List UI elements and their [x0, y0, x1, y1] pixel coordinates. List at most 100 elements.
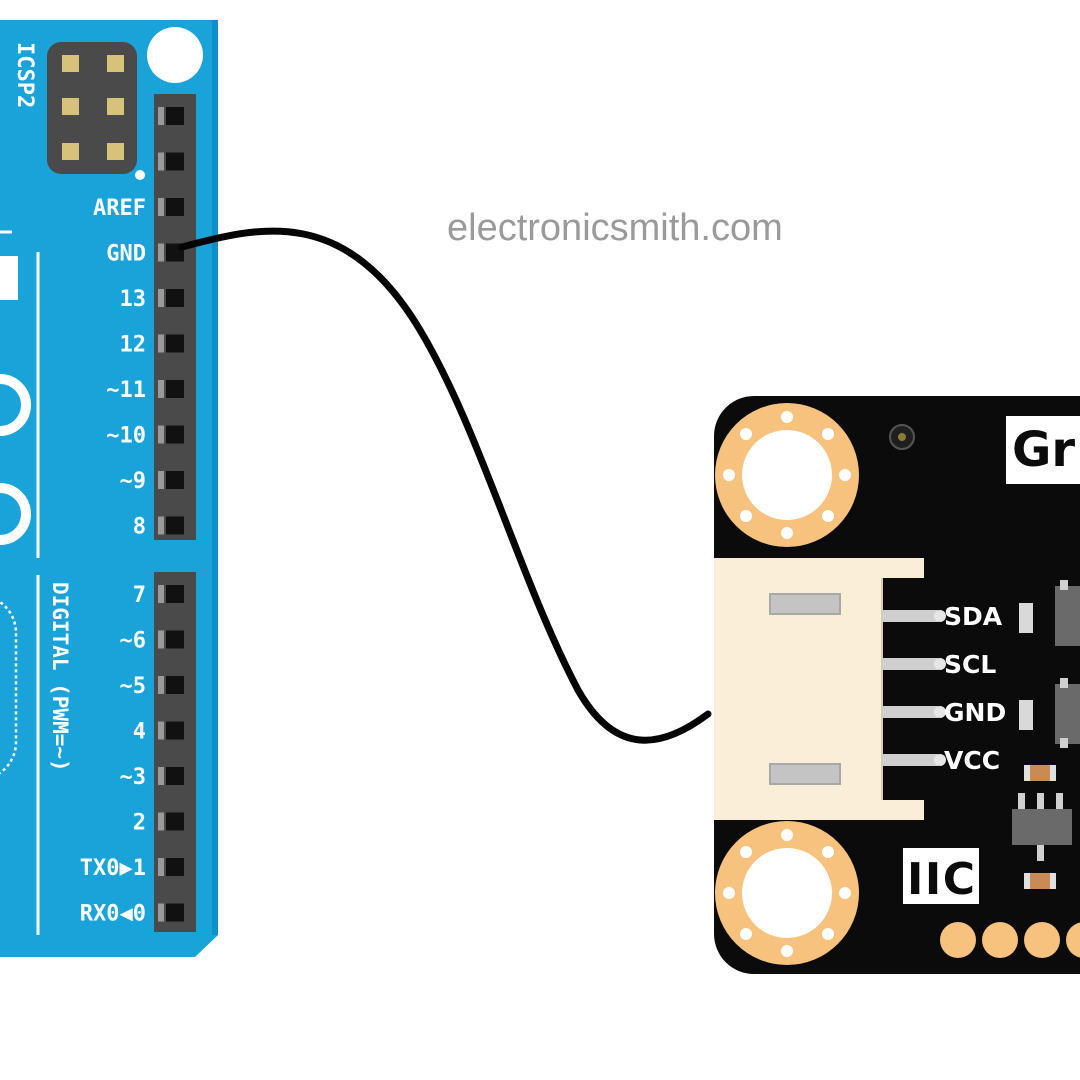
icsp2-label: ICSP2 — [12, 42, 37, 108]
upper-header-pin-label: ~11 — [106, 378, 146, 403]
upper-header-pin-label: 8 — [133, 515, 146, 540]
upper-header-pin-edge — [158, 425, 164, 444]
lower-header-pin-label: ~3 — [120, 765, 147, 790]
icsp2-header — [47, 42, 145, 180]
module-pin-scl-label: SCL — [944, 650, 996, 679]
module-pin-vcc-label: VCC — [944, 746, 1000, 775]
pad-via — [822, 928, 835, 941]
upper-header-pin-12[interactable] — [166, 334, 184, 353]
lower-header-pin-edge — [158, 767, 164, 785]
lower-header-pin-6[interactable] — [166, 630, 184, 649]
lower-header-pin-edge — [158, 676, 164, 694]
module-pin-vcc-lead[interactable] — [882, 754, 938, 766]
lower-header-pin-label: 4 — [133, 720, 146, 745]
lower-header-pin-RX00[interactable] — [166, 903, 184, 922]
lower-header-pin-edge — [158, 585, 164, 603]
lower-header-pin-4[interactable] — [166, 721, 184, 740]
module-pin-sda-label: SDA — [944, 602, 1003, 631]
lower-header-pin-label: ~5 — [120, 674, 147, 699]
lower-header-pin-edge — [158, 721, 164, 740]
lower-header-pin-edge — [158, 903, 164, 922]
pad-via — [739, 928, 752, 941]
upper-header-pin-edge — [158, 334, 164, 353]
module-pin-scl-lead[interactable] — [882, 658, 938, 670]
pad-via — [822, 427, 835, 440]
pad-via — [723, 469, 735, 481]
upper-header-pin-label: 13 — [120, 287, 147, 312]
pad-via — [739, 845, 752, 858]
upper-header-pin-nc0[interactable] — [166, 107, 184, 125]
upper-header-pin-edge — [158, 471, 164, 489]
pad-via — [739, 427, 752, 440]
upper-header-pin-label: GND — [106, 242, 146, 267]
digital-pwm-label: DIGITAL (PWM=~) — [48, 582, 72, 772]
lower-header-pin-label: ~6 — [120, 629, 147, 654]
module-pin-gnd-tip — [934, 706, 946, 718]
pad-via — [822, 510, 835, 523]
gravity-connector[interactable] — [714, 558, 924, 820]
pad-via — [739, 510, 752, 523]
upper-header-pin-edge — [158, 198, 164, 216]
mount-pad-top — [715, 403, 859, 547]
upper-header-pin-11[interactable] — [166, 380, 184, 398]
gnd-jumper-wire[interactable] — [178, 227, 712, 744]
upper-header-pin-nc1[interactable] — [166, 152, 184, 171]
pad-via — [822, 845, 835, 858]
lower-header-pin-label: TX0▶1 — [80, 856, 146, 881]
module-pin-gnd-lead[interactable] — [882, 706, 938, 718]
upper-header-pin-edge — [158, 380, 164, 398]
upper-header-pin-10[interactable] — [166, 425, 184, 444]
lower-header-pin-2[interactable] — [166, 812, 184, 831]
upper-header-pin-edge — [158, 289, 164, 307]
pad-via — [781, 829, 793, 841]
bottom-pads — [940, 922, 1080, 958]
lower-header-pin-edge — [158, 812, 164, 831]
upper-header-pin-9[interactable] — [166, 471, 184, 489]
smd-components — [1012, 580, 1080, 889]
silkscreen-outline — [0, 600, 18, 775]
pad-via — [839, 887, 851, 899]
upper-header-pin-label: ~10 — [106, 424, 146, 449]
pad-via — [781, 527, 793, 539]
iic-label: IIC — [907, 854, 975, 905]
upper-header-pin-label: AREF — [93, 196, 146, 221]
module-title: Gr — [1012, 422, 1075, 478]
logo-ring-upper — [0, 374, 31, 436]
led-marker — [0, 256, 18, 300]
title-label-box — [1006, 416, 1080, 484]
pad-via — [839, 469, 851, 481]
watermark-text: electronicsmith.com — [447, 207, 783, 249]
i2c-module: Gr SDA SCL GND VCC — [714, 396, 1080, 974]
pad-via — [781, 411, 793, 423]
iic-label-box — [903, 848, 979, 904]
upper-header-pin-edge — [158, 516, 164, 535]
module-pin-sda-lead[interactable] — [882, 610, 938, 622]
module-pin-gnd-label: GND — [944, 698, 1006, 727]
lower-header-pin-label: 7 — [133, 583, 146, 608]
mounting-hole — [147, 27, 203, 83]
upper-header-pin-edge — [158, 152, 164, 171]
upper-header-pin-edge — [158, 107, 164, 125]
lower-header-pin-TX01[interactable] — [166, 858, 184, 876]
upper-header-pin-13[interactable] — [166, 289, 184, 307]
lower-header-strip — [154, 572, 196, 932]
module-pin-sda-tip — [934, 610, 946, 622]
logo-ring-lower — [0, 483, 31, 545]
lower-header-pin-label: RX0◀0 — [80, 902, 146, 927]
lower-header-pin-7[interactable] — [166, 585, 184, 603]
arduino-board: ICSP2 DIGITAL (PWM=~) AREF GND 13 12 ~11 ~10 ~… — [0, 20, 218, 957]
lower-header-pin-5[interactable] — [166, 676, 184, 694]
lower-header-pin-3[interactable] — [166, 767, 184, 785]
lower-header-pin-label: 2 — [133, 811, 146, 836]
mount-pad-bottom — [715, 821, 859, 965]
pad-via — [781, 945, 793, 957]
upper-header-pin-AREF[interactable] — [166, 198, 184, 216]
module-pin-vcc-tip — [934, 754, 946, 766]
upper-header-pin-8[interactable] — [166, 516, 184, 535]
module-pin-scl-tip — [934, 658, 946, 670]
lower-header-pin-edge — [158, 630, 164, 649]
upper-header-pin-edge — [158, 243, 164, 262]
pad-via — [723, 887, 735, 899]
lower-header-pin-edge — [158, 858, 164, 876]
upper-header-pin-label: 12 — [120, 333, 147, 358]
